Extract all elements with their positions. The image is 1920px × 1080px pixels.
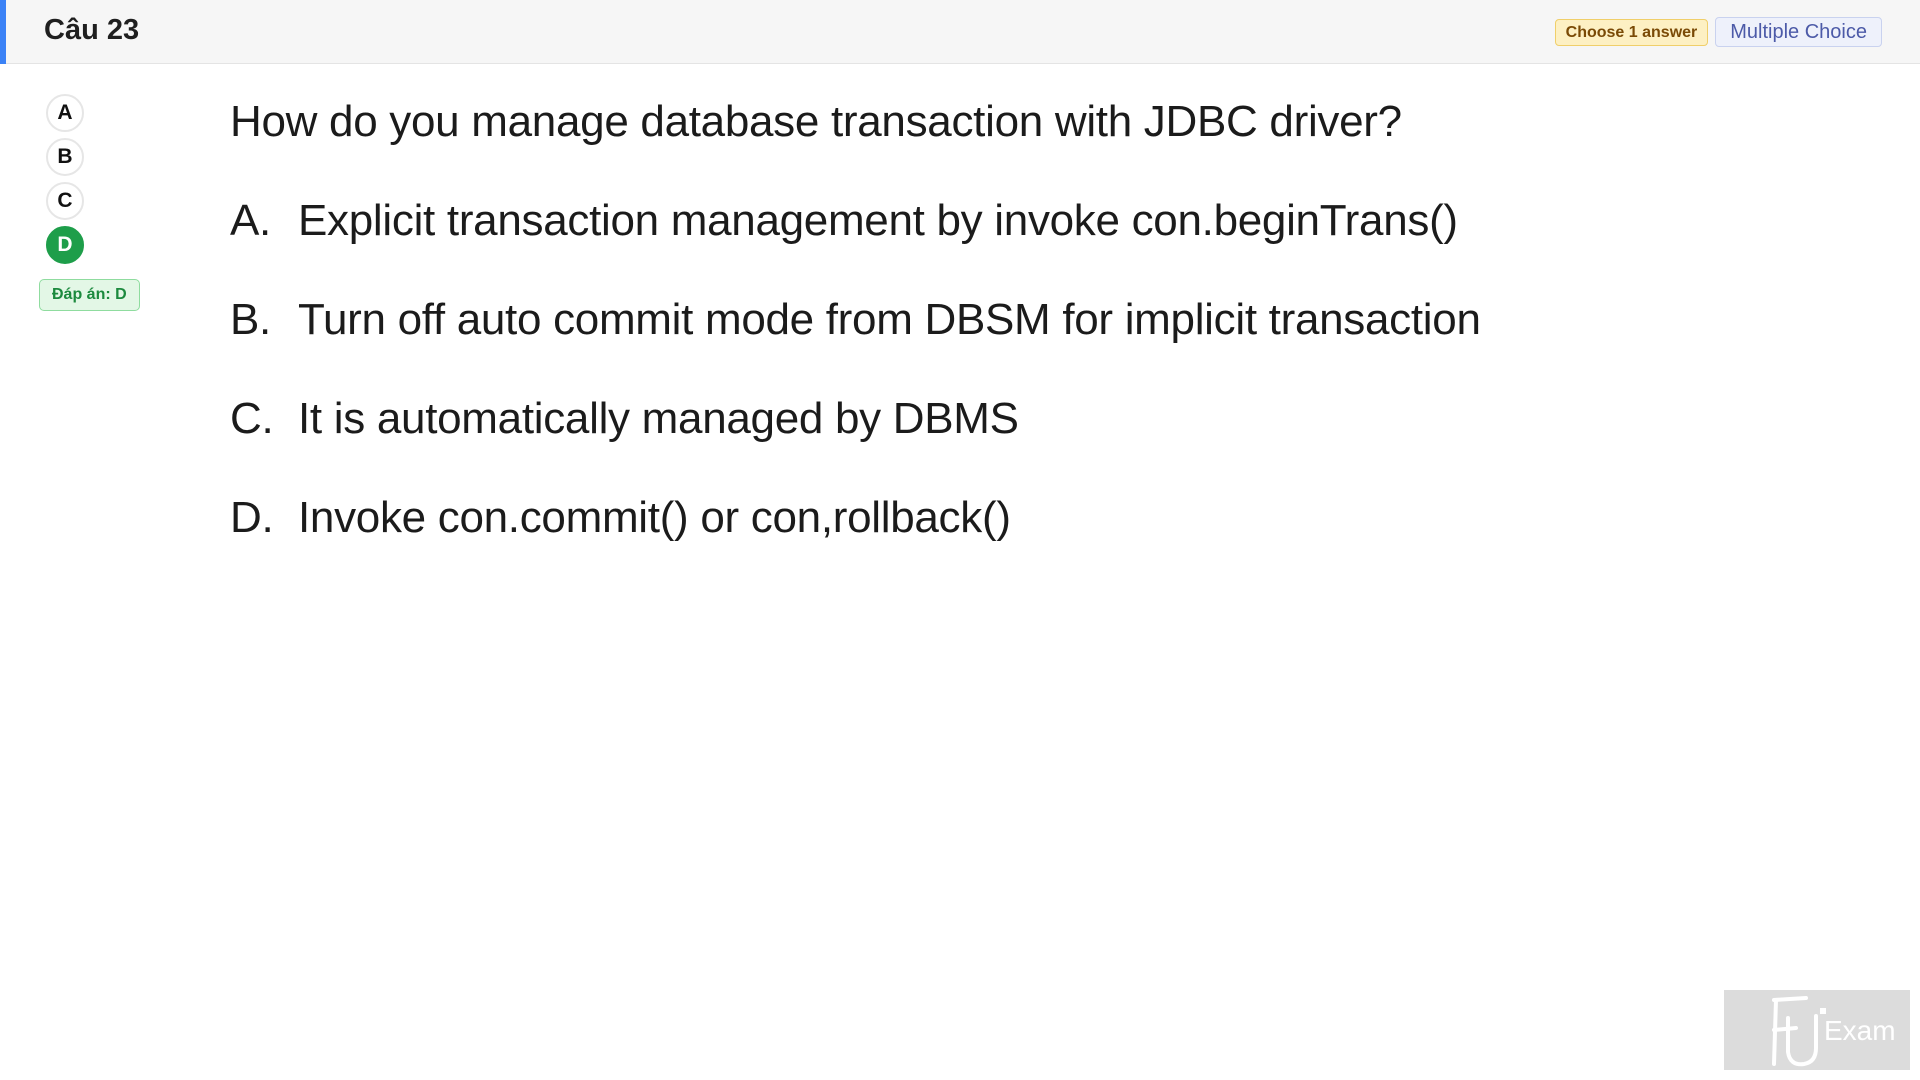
choice-b-text: Turn off auto commit mode from DBSM for … xyxy=(298,295,1481,344)
choice-a-text: Explicit transaction management by invok… xyxy=(298,196,1458,245)
choice-d-text: Invoke con.commit() or con,rollback() xyxy=(298,493,1011,542)
choose-count-badge: Choose 1 answer xyxy=(1554,18,1709,46)
header-badges: Choose 1 answer Multiple Choice xyxy=(1554,17,1882,47)
choice-d-letter: D. xyxy=(230,493,274,542)
header-accent-bar xyxy=(0,0,6,64)
question-number-title: Câu 23 xyxy=(44,14,140,46)
option-a-button[interactable]: A xyxy=(46,94,84,132)
fu-exam-watermark: Exam xyxy=(1724,990,1910,1070)
choice-c: C. It is automatically managed by DBMS xyxy=(230,387,1019,451)
choice-d: D. Invoke con.commit() or con,rollback() xyxy=(230,486,1011,550)
correct-answer-badge: Đáp án: D xyxy=(39,279,140,311)
choice-a: A. Explicit transaction management by inv… xyxy=(230,189,1458,253)
question-text: How do you manage database transaction w… xyxy=(230,97,1402,146)
fu-exam-logo-icon: Exam xyxy=(1724,990,1910,1070)
option-d-button[interactable]: D xyxy=(46,226,84,264)
question-type-badge: Multiple Choice xyxy=(1715,17,1882,47)
choice-b-letter: B. xyxy=(230,295,271,344)
option-b-button[interactable]: B xyxy=(46,138,84,176)
choice-c-text: It is automatically managed by DBMS xyxy=(298,394,1019,443)
watermark-text: Exam xyxy=(1824,1015,1896,1046)
choice-c-letter: C. xyxy=(230,394,274,443)
choice-b: B. Turn off auto commit mode from DBSM fo… xyxy=(230,288,1481,352)
choice-a-letter: A. xyxy=(230,196,271,245)
question-content: How do you manage database transaction w… xyxy=(230,90,1830,542)
question-header: Câu 23 Choose 1 answer Multiple Choice xyxy=(0,0,1920,64)
option-c-button[interactable]: C xyxy=(46,182,84,220)
